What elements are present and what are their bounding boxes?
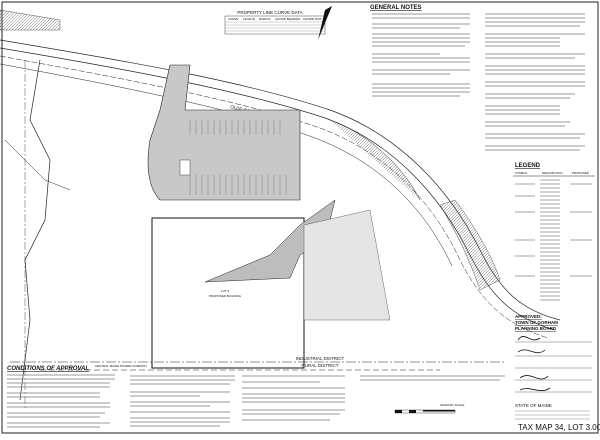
loading-area — [303, 209, 391, 321]
property-line — [4, 139, 71, 191]
approved-label: APPROVED: — [515, 314, 542, 319]
legend: LEGEND SYMBOL DESCRIPTION PROPOSED — [513, 163, 595, 301]
curve-header: CHORD DIST — [303, 17, 322, 21]
curve-table: PROPERTY LINE CURVE DATA CURVE LENGTH RA… — [224, 10, 326, 35]
curve-header: RADIUS — [259, 17, 270, 21]
state-label: STATE OF MAINE — [515, 403, 552, 408]
legend-header: DESCRIPTION — [542, 171, 563, 175]
road-olde-canal-way — [0, 39, 561, 339]
town-label: TOWN OF GORHAM — [515, 320, 558, 325]
general-notes-title: GENERAL NOTES — [370, 5, 422, 11]
legend-title: LEGEND — [515, 163, 541, 169]
district-label-rural: RURAL DISTRICT — [301, 363, 338, 368]
hatched-area — [0, 9, 61, 31]
curve-header: LENGTH — [243, 17, 255, 21]
curve-header: CURVE — [228, 17, 238, 21]
building-label: PROPOSED BUILDING — [209, 294, 242, 298]
approval-block: APPROVED: TOWN OF GORHAM PLANNING BOARD … — [515, 314, 600, 432]
district-label-industrial: INDUSTRIAL DISTRICT — [296, 356, 345, 361]
graphic-scale: GRAPHIC SCALE — [394, 403, 464, 414]
wetland-boundary — [19, 59, 51, 401]
curve-header: CHORD BEARING — [275, 17, 301, 21]
legend-header: PROPOSED — [572, 171, 590, 175]
conditions-title: CONDITIONS OF APPROVAL — [7, 366, 89, 372]
board-label: PLANNING BOARD — [515, 326, 557, 331]
curve-table-title: PROPERTY LINE CURVE DATA — [237, 10, 302, 15]
graphic-scale-label: GRAPHIC SCALE — [440, 403, 464, 407]
north-arrow-icon — [318, 6, 332, 40]
signatures — [517, 336, 551, 391]
general-notes: GENERAL NOTES — [370, 5, 585, 151]
utility-label: CENTRAL MAINE POWER COMPANY — [95, 364, 147, 368]
conditions-of-approval: CONDITIONS OF APPROVAL — [7, 366, 505, 428]
legend-header: SYMBOL — [515, 171, 528, 175]
tax-map-label: TAX MAP 34, LOT 3.003 — [518, 423, 600, 432]
lot-label: LOT 3 — [221, 289, 230, 293]
parking-lot — [147, 64, 301, 201]
proposed-building — [151, 217, 305, 369]
